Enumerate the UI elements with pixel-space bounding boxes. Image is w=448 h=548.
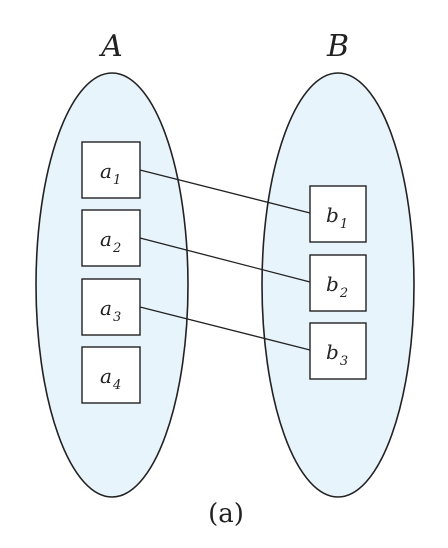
element-subscript: 3: [113, 310, 121, 325]
element-base: a: [100, 227, 112, 251]
element-subscript: 4: [112, 378, 121, 393]
element-base: a: [100, 364, 112, 388]
svg-text:b1: b1: [326, 203, 348, 232]
figure-caption: (a): [208, 499, 244, 529]
svg-text:b2: b2: [326, 272, 348, 301]
set-a-label: A: [98, 29, 123, 64]
mapping-line-a3-b3: [139, 306, 311, 351]
element-base: b: [326, 203, 339, 227]
svg-text:a1: a1: [100, 159, 121, 188]
element-base: b: [326, 272, 339, 296]
element-subscript: 1: [340, 217, 348, 232]
mapping-line-a2-b2: [139, 237, 311, 283]
element-box: [309, 254, 367, 312]
svg-text:a2: a2: [100, 227, 121, 256]
element-box: [81, 209, 141, 267]
element-base: b: [326, 340, 339, 364]
set-b-element-b2: b2: [309, 254, 367, 312]
element-subscript: 2: [339, 286, 348, 301]
element-box: [309, 185, 367, 243]
set-a-element-a4: a4: [81, 346, 141, 404]
set-b-element-b1: b1: [309, 185, 367, 243]
svg-text:b3: b3: [326, 340, 348, 369]
set-a-element-a1: a1: [81, 141, 141, 199]
element-box: [81, 141, 141, 199]
element-subscript: 2: [112, 241, 121, 256]
element-subscript: 3: [340, 354, 348, 369]
element-box: [309, 322, 367, 380]
mapping-lines: [139, 169, 311, 351]
element-box: [81, 346, 141, 404]
element-base: a: [100, 159, 112, 183]
set-b-label: B: [326, 29, 349, 64]
element-box: [81, 278, 141, 336]
set-a-element-a3: a3: [81, 278, 141, 336]
svg-text:a3: a3: [100, 296, 121, 325]
svg-text:a4: a4: [100, 364, 121, 393]
element-base: a: [100, 296, 112, 320]
set-b-element-b3: b3: [309, 322, 367, 380]
mapping-line-a1-b1: [139, 169, 311, 214]
element-subscript: 1: [113, 173, 121, 188]
set-a-element-a2: a2: [81, 209, 141, 267]
